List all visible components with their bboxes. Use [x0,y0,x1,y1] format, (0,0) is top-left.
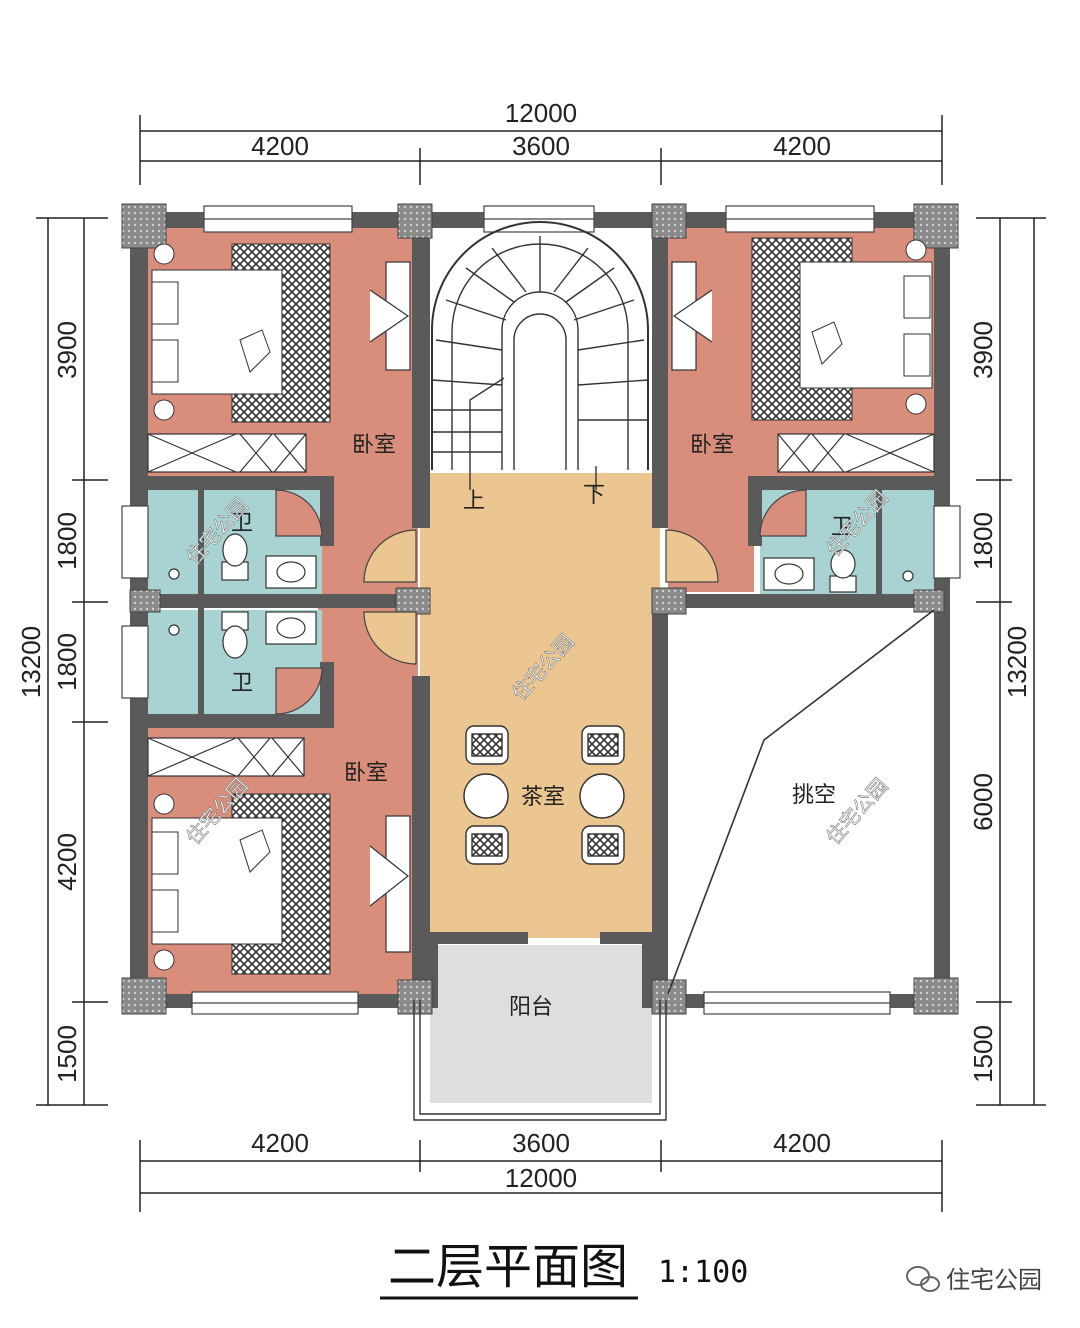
bottom-dimensions [139,1140,943,1212]
right-total-dimension: 13200 [1002,626,1032,698]
left-segment-dimension: 1800 [52,633,82,691]
tea-room-floor [420,470,660,938]
right-dimensions [976,217,1046,1106]
bedroom-bottom-left-label: 卧室 [344,761,388,786]
right-segment-dimension: 3900 [968,321,998,379]
drawing-scale: 1:100 [658,1255,748,1290]
right-segment-dimension: 1500 [968,1025,998,1083]
bottom-segment-dimension: 4200 [251,1128,309,1158]
bed-top-left [151,243,331,423]
wardrobe-top-right [671,261,935,473]
left-total-dimension: 13200 [16,626,46,698]
top-total-dimension: 12000 [505,98,577,128]
doors [363,529,719,665]
top-dimensions [139,115,943,185]
bottom-segment-dimension: 4200 [773,1128,831,1158]
balcony-label: 阳台 [509,995,553,1020]
wardrobe-bottom-left [147,737,411,953]
bathroom-right-label: 卫 [831,515,853,540]
bathroom-left-bottom-label: 卫 [231,671,253,696]
balcony-railing [413,1000,667,1121]
drawing-title: 二层平面图 [388,1239,628,1295]
top-segment-dimension: 4200 [773,131,831,161]
bed-bottom-left [151,793,331,975]
walls [130,212,950,1008]
left-segment-dimension: 1800 [52,512,82,570]
void-outline [667,609,935,995]
right-segment-dimension: 6000 [968,773,998,831]
bedroom-top-left-label: 卧室 [352,433,396,458]
footer-brand: 住宅公园 [946,1266,1042,1294]
tea-room-furniture [463,725,625,865]
bathroom-fixtures [168,533,914,659]
bottom-segment-dimension: 3600 [512,1128,570,1158]
bathroom-left-top-label: 卫 [231,511,253,536]
void-label: 挑空 [792,783,836,808]
wardrobe-top-left [147,261,411,473]
right-segment-dimension: 1800 [968,512,998,570]
left-segment-dimension: 4200 [52,833,82,891]
tea-room-label: 茶室 [521,785,565,810]
columns [121,203,959,1015]
balcony-floor [430,945,652,1103]
left-segment-dimension: 1500 [52,1025,82,1083]
doors-bedroom-side [275,489,807,715]
left-segment-dimension: 3900 [52,321,82,379]
bedroom-top-right-label: 卧室 [690,433,734,458]
left-dimensions [36,217,108,1106]
bed-top-right [751,237,933,421]
bottom-total-dimension: 12000 [505,1163,577,1193]
top-segment-dimension: 3600 [512,131,570,161]
stair-down-label: 下 [583,483,605,508]
stair-up-label: 上 [463,489,485,514]
wechat-icon [906,1266,940,1292]
spiral-staircase [431,221,649,490]
top-segment-dimension: 4200 [251,131,309,161]
